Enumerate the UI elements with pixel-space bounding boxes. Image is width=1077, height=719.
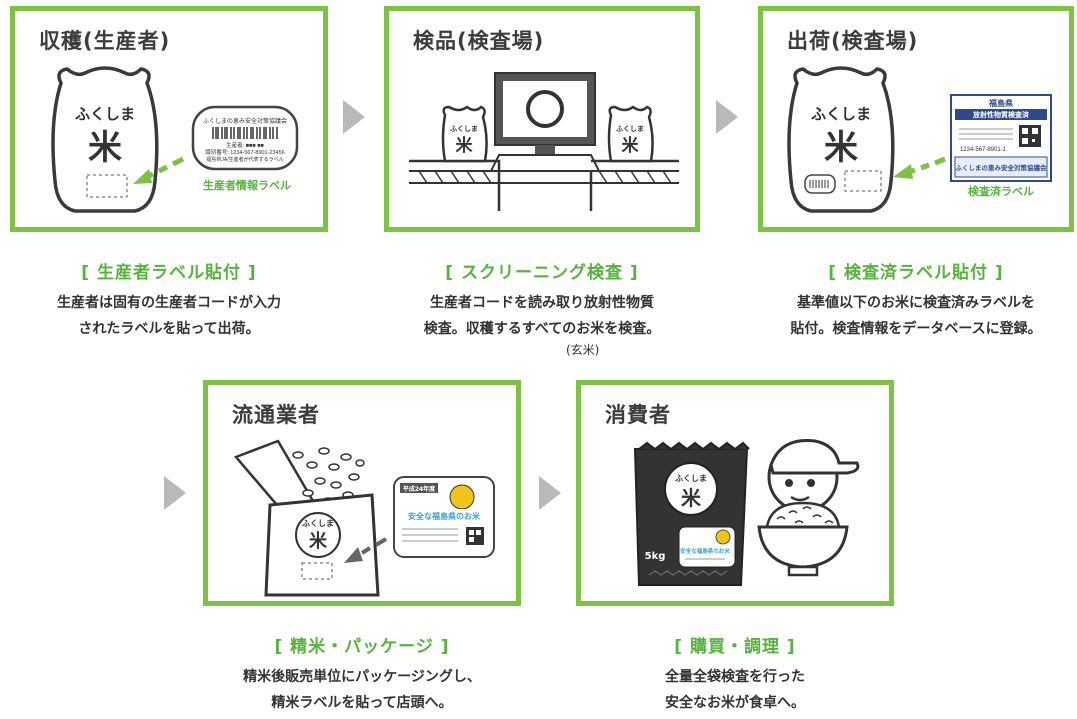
screening-illustration: ふくしま 米 ふくしま 米 [409,72,679,211]
bag-seal [295,512,341,558]
rice-bag-small: ふくしま 米 [441,105,488,163]
step-shipping-panel: 出荷(検査場) ふくしま 米 福島県 放射性物質検査済 1234-567-890… [758,6,1074,232]
label-slot [86,174,128,198]
tag-line2: 識別番号: 1234-567-8901-23456 [205,148,285,156]
tag-main: 安全な福島県のお米 [680,547,730,555]
step-label: [ 精米・パッケージ ] [274,637,450,657]
flow-arrow-icon [164,476,186,510]
barcode-icon [211,127,281,139]
step-label: [ 生産者ラベル貼付 ] [81,263,257,283]
tag-id: 1234-567-8901-1 [960,147,1007,153]
desc-line: 生産者は固有の生産者コードが入力 [57,295,281,311]
rice-bowl-icon [757,501,849,577]
bag-text-fukushima: ふくしま [302,519,334,528]
green-arrow-icon [133,156,185,184]
desc-line: 検査。収穫するすべてのお米を検査。 [423,321,661,337]
tag-line3: 福島県JA/生産者が代表するラベル [206,156,283,163]
polished-rice-label: 平成24年度 安全な福島県のお米 [393,476,495,558]
rice-bag [51,66,159,213]
panel-title: 消費者 [605,403,671,427]
panel-title: 検品(検査場) [413,29,545,53]
bag-text-fukushima: ふくしま [75,105,135,123]
tag-top: 福島県 [988,98,1013,108]
bag-text-fukushima: ふくしま [616,124,644,133]
tag-bottom: ふくしまの恵み安全対策協議会 [956,163,1048,172]
qr-code-icon [1019,125,1041,147]
tag-band: 放射性物質検査済 [972,110,1030,119]
label-slot [301,562,333,580]
label-slot [844,170,882,192]
tag-header: ふくしまの恵み安全対策協議会 [203,117,287,125]
rice-package: ふくしま 米 5kg 安全な福島県のお米 [633,441,750,586]
panel-title: 収穫(生産者) [39,29,171,53]
qr-code-icon [466,527,484,545]
rice-bag-small: ふくしま 米 [607,105,654,163]
bag-weight: 5kg [645,551,666,562]
step-description: 生産者は固有の生産者コードが入力 されたラベルを貼って出荷。 [10,290,328,342]
consumer-face-icon [767,439,860,513]
inspected-label: 福島県 放射性物質検査済 1234-567-8901-1 ふくしまの恵み安全対策… [950,94,1052,182]
tag-caption: 検査済ラベル [968,184,1034,198]
bag-seal [664,462,718,516]
step-description: 全量全袋検査を行った 安全なお米が食卓へ。 [576,664,894,716]
bag-text-rice: 米 [456,135,474,156]
desc-line: されたラベルを貼って出荷。 [78,321,260,337]
desc-line: 生産者コードを読み取り放射性物質 [430,295,654,311]
polishing-illustration: ふくしま 米 平成24年度 安全な福島県のお米 [233,439,495,597]
bag-text-rice: 米 [88,128,122,168]
flow-arrow-icon [343,100,365,134]
step-inspection-panel: 検品(検査場) ふくしま 米 ふくしま 米 [384,6,700,232]
bag-text-fukushima: ふくしま [675,474,707,483]
step-consumer-panel: 消費者 ふくしま 米 5kg 安全な福島県のお米 [576,380,894,606]
note-brown-rice: (玄米) [566,343,600,357]
step-description: 精米後販売単位にパッケージングし、 精米ラベルを貼って店頭へ。 [203,664,521,716]
flow-arrow-icon [539,476,561,510]
panel-title: 出荷(検査場) [787,29,919,53]
tag-caption: 生産者情報ラベル [203,178,291,192]
desc-line: 精米後販売単位にパッケージングし、 [243,669,481,685]
step-harvest-panel: 収穫(生産者) ふくしま 米 ふくしまの恵み安全対策協議会 生産者: ■■■ ■… [10,6,328,232]
bag-text-fukushima: ふくしま [450,124,478,133]
gray-arrow-icon [344,537,388,563]
desc-line: 精米ラベルを貼って店頭へ。 [271,695,453,711]
bag-text-fukushima: ふくしま [811,105,871,123]
bag-text-rice: 米 [622,135,640,156]
green-arrow-icon [893,156,946,179]
flow-arrow-icon [716,100,738,134]
desc-line: 貼付。検査情報をデータベースに登録。 [790,321,1042,337]
bag-text-rice: 米 [824,128,858,168]
step-description: 生産者コードを読み取り放射性物質 検査。収穫するすべてのお米を検査。 [384,290,700,342]
producer-tag-small [804,174,836,194]
mascot-icon [715,529,731,545]
tag-line1: 生産者: ■■■ ■■ [226,141,264,149]
bag-text-rice: 米 [309,530,328,552]
tag-main: 安全な福島県のお米 [408,511,481,521]
consumer-illustration: ふくしま 米 5kg 安全な福島県のお米 [633,439,860,586]
monitor-icon [489,72,601,172]
rice-bag-illustration: ふくしま 米 福島県 放射性物質検査済 1234-567-8901-1 ふくしま… [787,66,1052,213]
rice-bag-illustration: ふくしま 米 ふくしまの恵み安全対策協議会 生産者: ■■■ ■■ 識別番号: … [51,66,299,213]
bag-text-rice: 米 [681,486,702,510]
desc-line: 安全なお米が食卓へ。 [665,695,805,711]
step-label: [ スクリーニング検査 ] [445,263,639,283]
step-label: [ 購買・調理 ] [674,637,796,657]
step-distributor-panel: 流通業者 ふくしま 米 [203,380,521,606]
desc-line: 基準値以下のお米に検査済みラベルを [797,295,1035,311]
mascot-icon [449,484,475,510]
step-description: 基準値以下のお米に検査済みラベルを 貼付。検査情報をデータベースに登録。 [758,290,1074,342]
panel-title: 流通業者 [232,403,320,427]
step-label: [ 検査済ラベル貼付 ] [828,263,1004,283]
tag-year: 平成24年度 [403,485,436,493]
conveyor-belt [409,159,679,211]
desc-line: 全量全袋検査を行った [665,669,805,685]
